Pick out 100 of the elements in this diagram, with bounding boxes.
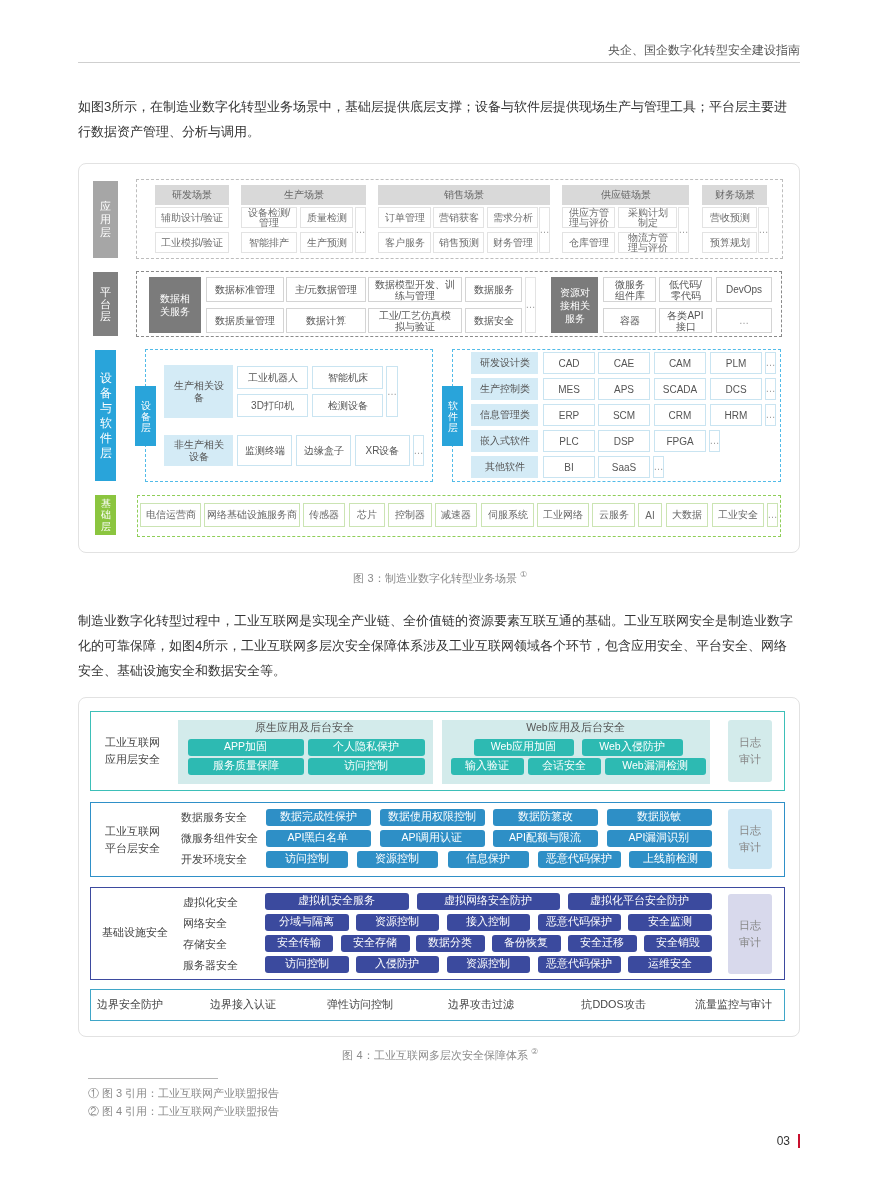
figure-caption: 图 4：工业互联网多层次安全保障体系 $^{②}$ [342, 1047, 538, 1063]
scenario-header: 供应链场景 [562, 185, 689, 205]
service-group-label: 数据相关服务 [149, 277, 201, 333]
security-item: 入侵防护 [355, 955, 439, 973]
category-label: 生产控制类 [471, 378, 538, 400]
row-label: 服务器安全 [182, 957, 238, 973]
ellipsis-box: … [678, 207, 689, 253]
security-item: API黑白名单 [265, 829, 371, 847]
row-label: 虚拟化安全 [182, 894, 238, 910]
ellipsis-box: … [539, 207, 550, 253]
category-label: 生产相关设备 [164, 365, 233, 418]
security-item: 运维安全 [627, 955, 712, 973]
security-item: 访问控制 [307, 757, 425, 775]
footnote: ① 图 3 引用：工业互联网产业联盟报告 [88, 1085, 280, 1101]
service-item: 数据服务 [465, 277, 522, 302]
security-layer-frame [90, 989, 785, 1021]
foundation-item: 传感器 [303, 503, 345, 527]
ellipsis-box: … [709, 430, 720, 452]
category-label: 嵌入式软件 [471, 430, 538, 452]
scenario-item: 客户服务 [378, 232, 431, 253]
scenario-item: 预算规划 [702, 232, 757, 253]
page-number: 03 [776, 1134, 790, 1148]
ellipsis-box: … [767, 503, 778, 527]
security-item: 恶意代码保护 [537, 913, 621, 931]
foundation-item: 工业网络 [537, 503, 589, 527]
category-label: 其他软件 [471, 456, 538, 478]
software-item: FPGA [654, 430, 706, 452]
scenario-header: 销售场景 [378, 185, 550, 205]
scenario-item: 生产预测 [300, 232, 353, 253]
panel-heading: Web应用及后台安全 [526, 720, 625, 735]
scenario-item: 销售预测 [433, 232, 484, 253]
software-item: CAD [543, 352, 595, 374]
layer-label: 应用层 [93, 181, 118, 258]
scenario-item: 智能排产 [241, 232, 297, 253]
foundation-item: 伺服系统 [481, 503, 534, 527]
layer-label: 平台层 [93, 272, 118, 336]
sublayer-label: 软件层 [442, 386, 463, 446]
security-item: 会话安全 [527, 757, 601, 775]
security-item: 恶意代码保护 [537, 955, 621, 973]
scenario-item: 订单管理 [378, 207, 431, 228]
security-item: 访问控制 [265, 850, 348, 868]
service-item: 数据模型开发、训练与管理 [368, 277, 462, 302]
service-item: 微服务组件库 [603, 277, 656, 302]
layer-label: 基础层 [95, 495, 116, 535]
panel-heading: 原生应用及后台安全 [255, 720, 354, 735]
security-item: 信息保护 [447, 850, 529, 868]
security-item: 安全监测 [627, 913, 712, 931]
device-item: 智能机床 [312, 366, 383, 389]
paragraph: 制造业数字化转型过程中，工业互联网是实现全产业链、全价值链的资源要素互联互通的基础。工业互联网安全是制造业数字化的可靠保障，如图4所示，工业互联网多层次安全保障体系涉及工业互联网领域各个环节，包含应用安全、平台安全、网络安全、基础设施安全和数据安全等。 [78, 611, 794, 680]
device-item: 工业机器人 [237, 366, 308, 389]
service-item: 工业/工艺仿真模拟与验证 [368, 308, 462, 333]
software-item: HRM [710, 404, 762, 426]
layer-title: 工业互联网平台层安全 [104, 823, 161, 856]
security-item: 虚拟网络安全防护 [416, 892, 560, 910]
device-item: XR设备 [355, 435, 410, 466]
software-item: APS [598, 378, 650, 400]
security-item: 安全存储 [340, 934, 410, 952]
software-item: MES [543, 378, 595, 400]
device-item: 边缘盒子 [296, 435, 351, 466]
measure-label: 边界安全防护 [96, 997, 163, 1012]
security-layer-frame [90, 887, 785, 980]
layer-title: 基础设施安全 [101, 924, 168, 940]
scenario-item: 营销获客 [433, 207, 484, 228]
security-item: 虚拟化平台安全防护 [567, 892, 712, 910]
paragraph: 如图3所示，在制造业数字化转型业务场景中，基础层提供底层支撑；设备与软件层提供现场生产与管理工具；平台层主要进行数据资产管理、分析与调用。 [78, 97, 789, 141]
scenario-item: 财务管理 [487, 232, 538, 253]
service-item: 数据计算 [286, 308, 366, 333]
software-item: DCS [710, 378, 762, 400]
scenario-header: 研发场景 [155, 185, 229, 205]
security-item: 接入控制 [446, 913, 530, 931]
log-audit-panel: 日志审计 [727, 893, 772, 974]
sublayer-label: 设备层 [135, 386, 156, 446]
security-item: 资源控制 [356, 850, 438, 868]
security-item: 备份恢复 [491, 934, 561, 952]
ellipsis-box: … [716, 308, 772, 333]
row-label: 存储安全 [182, 936, 227, 952]
security-item: 输入验证 [450, 757, 524, 775]
ellipsis-box: … [758, 207, 769, 253]
layer-label: 设备与软件层 [95, 350, 116, 481]
security-item: 恶意代码保护 [537, 850, 621, 868]
security-item: API调用认证 [379, 829, 485, 847]
dashed-frame [136, 271, 782, 337]
group-panel [177, 719, 433, 784]
measure-label: 边界接入认证 [209, 997, 276, 1012]
foundation-item: 减速器 [435, 503, 477, 527]
security-item: 安全传输 [264, 934, 333, 952]
ellipsis-box: … [765, 378, 776, 400]
category-label: 信息管理类 [471, 404, 538, 426]
security-item: 安全销毁 [643, 934, 712, 952]
category-label: 研发设计类 [471, 352, 538, 374]
device-item: 检测设备 [312, 394, 383, 417]
service-item: DevOps [716, 277, 772, 302]
foundation-item: AI [638, 503, 662, 527]
software-item: DSP [598, 430, 650, 452]
software-item: PLM [710, 352, 762, 374]
foundation-item: 大数据 [666, 503, 708, 527]
scenario-header: 财务场景 [702, 185, 767, 205]
service-item: 主/元数据管理 [286, 277, 366, 302]
service-item: 数据质量管理 [206, 308, 284, 333]
foundation-item: 工业安全 [712, 503, 764, 527]
